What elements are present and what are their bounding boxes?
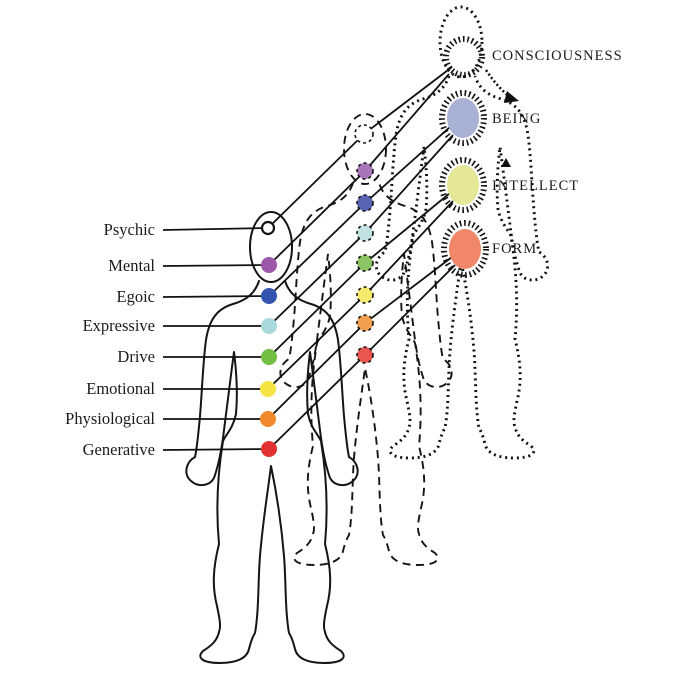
connector-lines [162, 66, 456, 451]
physiological-dot [260, 411, 276, 427]
physiological-label: Physiological [65, 409, 155, 428]
being-oval [447, 98, 479, 138]
generative-label: Generative [83, 440, 155, 459]
intellect-oval [447, 165, 479, 205]
being-label: BEING [492, 111, 541, 127]
generative-dot [261, 441, 277, 457]
consciousness-ring [451, 44, 477, 70]
flow-arrowhead-icon [504, 91, 519, 103]
subtle-mental-dot [356, 162, 374, 180]
emotional-dot [260, 381, 276, 397]
expressive-dot [261, 318, 277, 334]
subtle-expressive-dot [356, 224, 374, 242]
psychic-label: Psychic [104, 220, 155, 239]
emotional-line [163, 200, 454, 390]
form-label: FORM [492, 241, 537, 257]
drive-dot [261, 349, 277, 365]
flow-arrows [484, 69, 519, 167]
physical-body-outline [185, 211, 359, 664]
generative-line [162, 264, 456, 451]
subtle-egoic-dot [356, 194, 374, 212]
mental-line [162, 73, 450, 267]
up-arrow-icon [501, 158, 511, 167]
subtle-body-dots [354, 124, 374, 364]
subtle-generative-dot [356, 346, 374, 364]
physical-body-dots [260, 220, 277, 457]
egoic-line [162, 126, 451, 298]
form-sunburst [441, 220, 489, 278]
subtle-drive-dot [356, 254, 374, 272]
physiological-line [163, 256, 453, 420]
consciousness-label: CONSCIOUSNESS [492, 48, 623, 64]
psychic-dot [260, 220, 276, 236]
emotional-label: Emotional [86, 379, 155, 398]
expressive-label: Expressive [83, 316, 155, 335]
level-labels: Psychic Mental Egoic Expressive Drive Em… [65, 220, 155, 459]
plane-labels: CONSCIOUSNESS BEING INTELLECT FORM [492, 48, 623, 257]
form-oval [449, 229, 481, 269]
egoic-dot [261, 288, 277, 304]
egoic-label: Egoic [117, 287, 156, 306]
mental-label: Mental [108, 256, 155, 275]
intellect-label: INTELLECT [492, 178, 579, 194]
psychic-line [162, 66, 453, 231]
subtle-emotional-dot [356, 286, 374, 304]
drive-line [163, 192, 451, 358]
subtle-physiological-dot [356, 314, 374, 332]
consciousness-sunburst [443, 36, 485, 78]
radiant-plane-ovals [439, 36, 489, 278]
intellect-sunburst [439, 157, 487, 213]
subtle-psychic-ring [354, 124, 374, 144]
drive-label: Drive [117, 347, 155, 366]
expressive-line [163, 134, 454, 327]
mental-dot [261, 257, 277, 273]
being-sunburst [439, 90, 487, 146]
